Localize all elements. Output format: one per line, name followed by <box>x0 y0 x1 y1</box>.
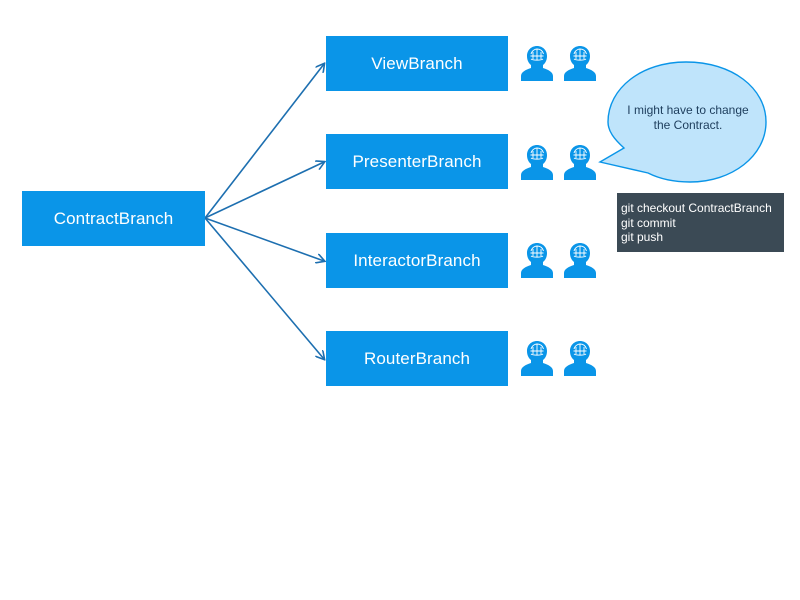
presenter-branch-label: PresenterBranch <box>352 151 482 171</box>
arrow-to-view-branch <box>204 64 324 219</box>
speech-bubble-text: I might have to change the Contract. <box>624 103 752 133</box>
contract-branch-box: ContractBranch <box>22 191 205 246</box>
router-branch-box: RouterBranch <box>326 331 508 386</box>
developer-head-icon <box>562 241 598 279</box>
interactor-branch-box: InteractorBranch <box>326 233 508 288</box>
view-branch-box: ViewBranch <box>326 36 508 91</box>
arrow-to-router-branch <box>204 217 324 359</box>
developer-head-icon <box>562 143 598 181</box>
terminal-line-checkout: git checkout ContractBranch <box>621 201 772 215</box>
developer-head-icon <box>562 44 598 82</box>
git-terminal-box: git checkout ContractBranch git commit g… <box>617 193 784 252</box>
developer-head-icon <box>519 143 555 181</box>
developer-head-icon <box>519 241 555 279</box>
developer-head-icon <box>519 339 555 377</box>
arrow-to-presenter-branch <box>204 162 324 219</box>
router-branch-label: RouterBranch <box>363 348 471 368</box>
developer-head-icon <box>519 44 555 82</box>
developer-head-icon <box>562 339 598 377</box>
speech-bubble-line-1: I might have to change <box>627 103 749 117</box>
presenter-branch-box: PresenterBranch <box>326 134 508 189</box>
contract-branch-label: ContractBranch <box>53 208 174 228</box>
arrow-to-interactor-branch <box>204 217 324 261</box>
interactor-branch-label: InteractorBranch <box>353 250 481 270</box>
view-branch-label: ViewBranch <box>371 53 463 73</box>
terminal-line-push: git push <box>621 230 664 244</box>
speech-bubble-line-2: the Contract. <box>653 118 723 132</box>
speech-bubble <box>598 61 767 183</box>
terminal-line-commit: git commit <box>621 215 676 230</box>
